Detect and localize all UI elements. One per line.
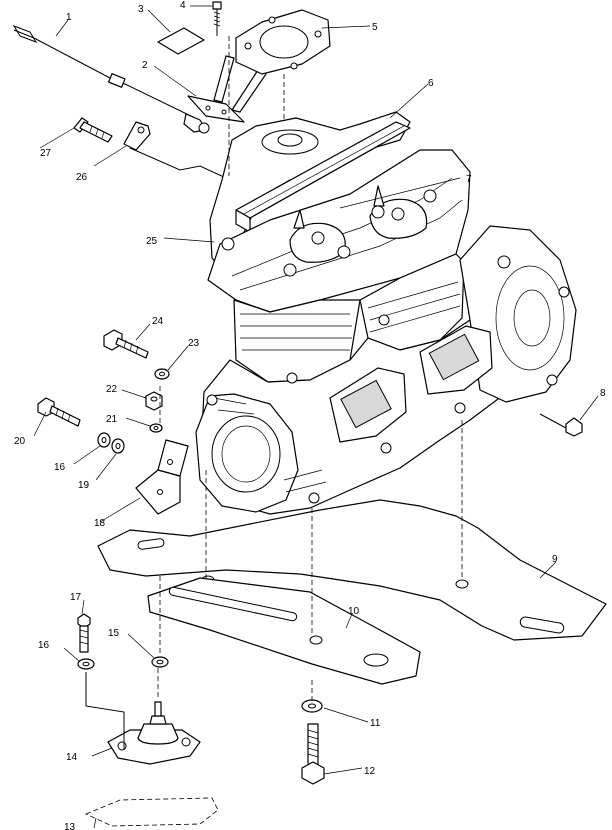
stud-27	[73, 117, 113, 143]
engine-mount-14	[107, 701, 201, 765]
callout-20: 20	[14, 436, 26, 447]
callout-1: 1	[66, 12, 72, 23]
callout-12: 12	[364, 766, 376, 777]
callout-2: 2	[142, 60, 148, 71]
bolt-8	[539, 413, 583, 437]
engine-mount-plate-lower	[147, 577, 421, 685]
bolt-12	[301, 723, 325, 785]
callout-10: 10	[348, 606, 360, 617]
clip-26	[123, 121, 151, 151]
callout-7: 7	[466, 174, 472, 185]
bracket-18	[135, 439, 189, 515]
callout-23: 23	[188, 338, 200, 349]
callout-18: 18	[94, 518, 106, 529]
engine-mount-plate	[97, 499, 607, 641]
callout-13: 13	[64, 822, 76, 830]
callout-14: 14	[66, 752, 78, 763]
leader-lines	[33, 5, 599, 829]
nut-22	[145, 391, 163, 411]
callout-19: 19	[78, 480, 90, 491]
exhaust-gasket	[235, 9, 331, 75]
bolt-24	[103, 329, 149, 359]
shim-13	[85, 797, 219, 827]
callout-8: 8	[600, 388, 606, 399]
callout-5: 5	[372, 22, 378, 33]
bolt-20	[37, 397, 81, 427]
callout-4: 4	[180, 0, 186, 11]
callout-22: 22	[106, 384, 118, 395]
callout-26: 26	[76, 172, 88, 183]
washer-16	[97, 432, 111, 448]
callout-15: 15	[108, 628, 120, 639]
callout-24: 24	[152, 316, 164, 327]
screw-4	[212, 1, 222, 36]
decal	[157, 27, 205, 55]
throttle-cable	[12, 25, 210, 134]
washer-23	[154, 368, 170, 380]
callout-3: 3	[138, 4, 144, 15]
bolt-17	[77, 613, 91, 653]
engine	[195, 111, 577, 515]
washer-19	[111, 438, 125, 454]
callout-11: 11	[370, 718, 381, 729]
callout-16-upper: 16	[54, 462, 66, 473]
washer-21	[149, 423, 163, 433]
callouts: 1 2 3 4 5 6 7 8 9 10 11 12 13 14 15 16 1…	[14, 0, 606, 830]
callout-6: 6	[428, 78, 434, 89]
callout-27: 27	[40, 148, 52, 159]
washer-15	[151, 656, 169, 668]
washer-16-lower	[77, 658, 95, 670]
washer-11	[301, 699, 323, 713]
cable-bracket	[187, 55, 267, 123]
alignment-lines	[85, 36, 463, 750]
callout-9: 9	[552, 554, 558, 565]
callout-17: 17	[70, 592, 82, 603]
callout-25: 25	[146, 236, 158, 247]
callout-21: 21	[106, 414, 118, 425]
callout-16-lower: 16	[38, 640, 50, 651]
